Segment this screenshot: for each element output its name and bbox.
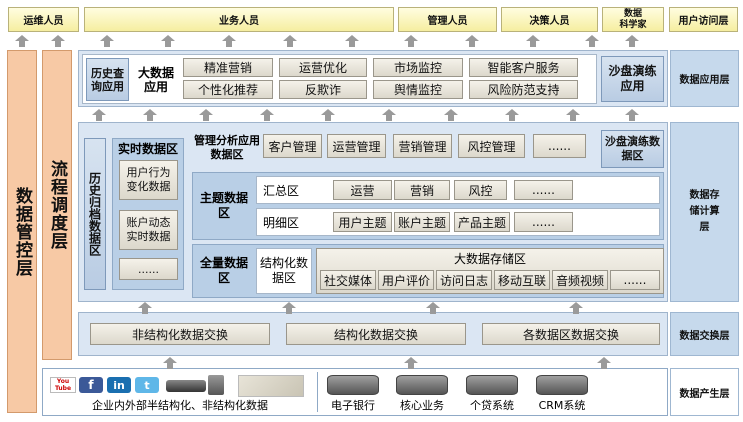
unstructured-exchange: 非结构化数据交换: [90, 323, 270, 345]
detail-label: 明细区: [262, 215, 299, 230]
ops-user-box: 运维人员: [8, 7, 79, 32]
database-icon: [396, 375, 448, 395]
mgmt-marketing: 营销管理: [393, 134, 452, 158]
structured-exchange: 结构化数据交换: [286, 323, 466, 345]
system-loan-label: 个贷系统: [470, 399, 514, 412]
data-exchange-layer-label: 数据交换层: [670, 312, 739, 356]
mgmt-more: ......: [533, 134, 586, 158]
app-risk-prevention: 风险防范支持: [469, 80, 578, 99]
history-archive-label: 历史归档数据区: [87, 172, 102, 256]
data-governance-label: 数据管控层: [12, 186, 32, 277]
detail-user-topic: 用户主题: [333, 212, 392, 232]
summary-operation: 运营: [333, 180, 392, 200]
mgmt-operation: 运营管理: [327, 134, 386, 158]
detail-more: ......: [514, 212, 573, 232]
app-market-monitoring: 市场监控: [373, 58, 463, 77]
summary-marketing: 营销: [394, 180, 450, 200]
management-user-box: 管理人员: [398, 7, 497, 32]
storage-social-media: 社交媒体: [320, 270, 376, 290]
bigdata-app-label: 大数据应用: [137, 65, 174, 94]
workflow-scheduling-label: 流程调度层: [47, 160, 67, 250]
app-operation-optimization: 运营优化: [279, 58, 367, 77]
app-personalized-recommendation: 个性化推荐: [183, 80, 273, 99]
external-sources-group: You Tube f in t 企业内外部半结构化、非结构化数据: [46, 371, 314, 413]
system-core-label: 核心业务: [400, 399, 444, 412]
storage-access-log: 访问日志: [436, 270, 492, 290]
storage-user-review: 用户评价: [378, 270, 434, 290]
app-anti-fraud: 反欺诈: [279, 80, 367, 99]
sandbox-data-zone: 沙盘演练数据区: [601, 130, 664, 168]
mgmt-risk: 风控管理: [458, 134, 525, 158]
youtube-icon: You Tube: [50, 377, 76, 393]
user-access-layer-label: 用户访问层: [669, 7, 738, 32]
storage-more: ......: [610, 270, 660, 290]
workflow-scheduling-layer: 流程调度层: [42, 50, 72, 360]
business-user-box: 业务人员: [84, 7, 394, 32]
realtime-more: ......: [119, 258, 178, 280]
storage-mobile-internet: 移动互联: [494, 270, 550, 290]
history-query-app: 历史查询应用: [86, 58, 129, 101]
realtime-account-dynamics: 账户动态实时数据: [119, 210, 178, 250]
data-application-layer-label: 数据应用层: [670, 50, 739, 107]
full-data-label: 全量数据区: [199, 256, 248, 285]
detail-product-topic: 产品主题: [454, 212, 510, 232]
storage-audio-video: 音频视频: [552, 270, 608, 290]
twitter-icon: t: [135, 377, 159, 393]
detail-account-topic: 账户主题: [394, 212, 450, 232]
decision-user-box: 决策人员: [501, 7, 598, 32]
linkedin-icon: in: [107, 377, 131, 393]
system-crm: CRM系统: [532, 373, 592, 413]
app-smart-customer-service: 智能客户服务: [469, 58, 578, 77]
summary-more: ......: [514, 180, 573, 200]
theme-data-label: 主题数据区: [199, 191, 248, 220]
summary-risk: 风控: [454, 180, 507, 200]
data-scientist-box: 数据 科学家: [602, 7, 664, 32]
bigdata-storage-label: 大数据存储区: [453, 251, 526, 266]
system-core: 核心业务: [392, 373, 452, 413]
system-crm-label: CRM系统: [538, 399, 586, 412]
data-production-layer-label: 数据产生层: [670, 368, 739, 416]
system-ebank-label: 电子银行: [331, 399, 375, 412]
zone-exchange: 各数据区数据交换: [482, 323, 660, 345]
external-data-label: 企业内外部半结构化、非结构化数据: [92, 399, 268, 412]
production-divider: [317, 372, 318, 412]
sandbox-app: 沙盘演练应用: [601, 56, 664, 102]
system-ebank: 电子银行: [323, 373, 383, 413]
device-icon: [166, 380, 206, 392]
summary-label: 汇总区: [262, 183, 299, 198]
facebook-icon: f: [79, 377, 103, 393]
app-sentiment-monitoring: 舆情监控: [373, 80, 463, 99]
mgmt-customer: 客户管理: [263, 134, 322, 158]
realtime-data-label: 实时数据区: [117, 141, 178, 156]
data-storage-layer-label: 数据存储计算层: [670, 122, 739, 302]
map-icon: [238, 375, 304, 397]
data-governance-layer: 数据管控层: [7, 50, 37, 413]
database-icon: [466, 375, 518, 395]
database-icon: [536, 375, 588, 395]
mgmt-analysis-label: 管理分析应用数据区: [194, 134, 260, 161]
system-loan: 个贷系统: [462, 373, 522, 413]
realtime-user-behavior: 用户行为变化数据: [119, 160, 178, 200]
app-precision-marketing: 精准营销: [183, 58, 273, 77]
scanner-icon: [208, 375, 224, 395]
structured-data-zone: 结构化数据区: [256, 248, 312, 294]
database-icon: [327, 375, 379, 395]
history-archive-zone: 历史归档数据区: [84, 138, 106, 290]
